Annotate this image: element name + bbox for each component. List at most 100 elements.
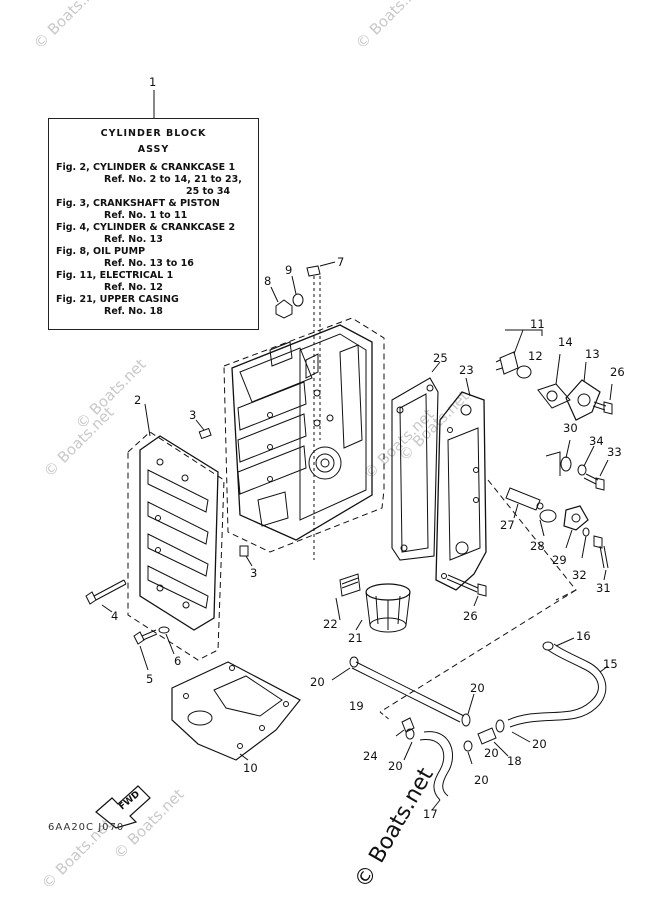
bolt (583, 473, 605, 491)
legend-ref: Ref. No. 12 (104, 282, 163, 293)
clamp (463, 740, 473, 752)
collar (539, 509, 557, 523)
leader-line (465, 377, 471, 397)
callout-label: 27 (500, 518, 515, 532)
assembly-line (379, 589, 577, 713)
leader-line (599, 665, 609, 673)
clamp (461, 713, 471, 727)
callout-label: 32 (572, 568, 587, 582)
bolt (592, 401, 613, 415)
joint-fitting (477, 727, 497, 745)
bolt (446, 574, 487, 597)
callout-label: 17 (423, 807, 438, 821)
leader-line (493, 741, 509, 757)
bolt-head (275, 299, 293, 319)
leader-line (431, 799, 441, 811)
hose (419, 731, 453, 801)
callout-label: 12 (528, 349, 543, 363)
callout-label: 30 (563, 421, 578, 435)
leader-line (565, 529, 573, 549)
callout-label: 13 (585, 347, 600, 361)
hose (351, 661, 465, 723)
callout-label: 14 (558, 335, 573, 349)
callout-label: 9 (285, 263, 292, 277)
callout-label: 16 (576, 629, 591, 643)
fitting (495, 351, 519, 375)
callout-label: 22 (323, 617, 338, 631)
leader-line (583, 361, 587, 383)
clamp (542, 641, 554, 651)
thermostat-cover (565, 379, 601, 421)
leader-line (513, 329, 524, 355)
leader-line (539, 519, 545, 537)
leader-line (331, 667, 351, 681)
legend-fig: Fig. 4, CYLINDER & CRANKCASE 2 (56, 222, 236, 233)
leader-line (319, 261, 336, 267)
leader-line (270, 286, 279, 303)
legend-fig: Fig. 2, CYLINDER & CRANKCASE 1 (56, 162, 236, 173)
leader-line (603, 569, 607, 581)
callout-label: 3 (250, 566, 257, 580)
leader-line (195, 419, 205, 431)
callout-label: 15 (603, 657, 618, 671)
dowel-pin (198, 427, 212, 440)
leader-line (101, 604, 113, 613)
callout-label: 20 (388, 759, 403, 773)
leader-line (239, 753, 249, 761)
crankcase (139, 435, 219, 631)
callout-label: 25 (433, 351, 448, 365)
cover-gasket (391, 377, 439, 561)
block-dashed-outline (223, 317, 385, 553)
washer (582, 527, 590, 537)
callout-label: 29 (552, 553, 567, 567)
callout-label: 24 (363, 749, 378, 763)
callout-label: 20 (470, 681, 485, 695)
callout-label: 3 (189, 408, 196, 422)
plug (306, 265, 321, 277)
callout-label: 18 (507, 754, 522, 768)
leader-line (403, 741, 413, 761)
washer (577, 464, 587, 476)
bolt (85, 579, 127, 605)
callout-label: 26 (610, 365, 625, 379)
callout-label: 2 (134, 393, 141, 407)
callout-numbers: 1 2 3 3 4 5 6 7 8 9 10 11 12 13 14 15 16… (111, 75, 625, 821)
callout-label: 5 (146, 672, 153, 686)
leader-line (335, 597, 341, 621)
legend-fig: Fig. 11, ELECTRICAL 1 (56, 270, 174, 281)
legend-ref: Ref. No. 13 to 16 (104, 258, 194, 269)
leader-line (583, 445, 595, 467)
leader-line (565, 439, 571, 459)
callout-label: 20 (484, 746, 499, 760)
cylinder-block (231, 324, 373, 541)
leader-line (144, 403, 151, 437)
leader-line (355, 619, 363, 631)
legend-box: CYLINDER BLOCK ASSY Fig. 2, CYLINDER & C… (48, 118, 259, 330)
crankcase-dashed-outline (127, 431, 225, 661)
leader-line (473, 595, 479, 607)
sensor (505, 487, 544, 511)
grommet (560, 456, 572, 472)
callout-label: 1 (149, 75, 156, 89)
leader-line (245, 555, 253, 567)
assembly-line (379, 711, 391, 721)
filter-spring (339, 573, 361, 597)
legend-subtitle: ASSY (137, 144, 170, 155)
legend-fig: Fig. 3, CRANKSHAFT & PISTON (56, 198, 220, 209)
gasket (171, 661, 301, 761)
diagram-code: 6AA20C J070 (48, 822, 125, 833)
callout-label: 20 (532, 737, 547, 751)
callout-label: 4 (111, 609, 118, 623)
leader-line (555, 353, 561, 385)
leader-line (395, 729, 405, 737)
legend-ref: Ref. No. 18 (104, 306, 163, 317)
legend-title: CYLINDER BLOCK (100, 128, 207, 139)
dowel-pin (239, 545, 249, 557)
leader-line (467, 751, 473, 765)
oil-filter (365, 583, 411, 633)
callout-label: 11 (530, 317, 545, 331)
leader-line (511, 731, 531, 743)
washer (158, 626, 170, 634)
